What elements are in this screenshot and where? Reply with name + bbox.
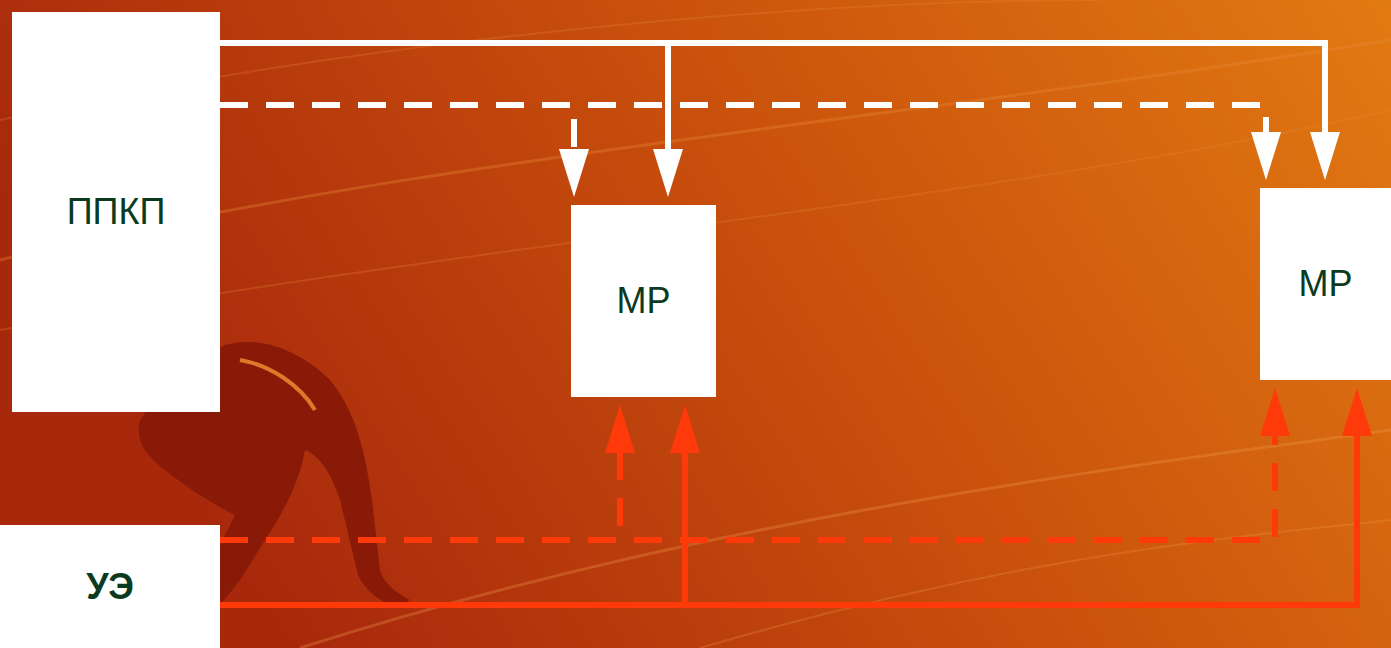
process-box: МР: [571, 205, 716, 397]
process-box: МР: [1260, 188, 1391, 380]
arrow-head: [559, 149, 589, 197]
connector-line: [220, 428, 1357, 605]
connector: [220, 405, 635, 540]
arrow-head: [670, 405, 700, 453]
arrow-head: [1251, 132, 1281, 180]
connector: [220, 105, 1281, 180]
arrow-head: [1260, 388, 1290, 436]
box-label: МР: [617, 281, 671, 321]
swoosh-line: [300, 430, 1391, 648]
connector-line: [220, 105, 1266, 140]
connector: [220, 105, 589, 197]
arrow-head: [1342, 388, 1372, 436]
connector: [220, 405, 700, 605]
runner-highlight: [240, 360, 315, 410]
connector-line: [220, 43, 668, 157]
connector-line: [220, 445, 685, 605]
arrow-head: [605, 405, 635, 453]
connector: [220, 388, 1372, 605]
arrow-head: [653, 149, 683, 197]
connector-line: [220, 445, 620, 540]
box-label: МР: [1299, 264, 1353, 304]
arrow-head: [1310, 132, 1340, 180]
connector-line: [220, 105, 574, 157]
process-box: ППКП: [12, 12, 220, 412]
connector: [220, 388, 1290, 540]
connector-line: [220, 43, 1325, 140]
box-label: УЭ: [86, 567, 134, 607]
connector: [220, 43, 1340, 180]
swoosh-line: [700, 520, 1391, 648]
box-label: ППКП: [67, 192, 166, 232]
connector-line: [220, 428, 1275, 540]
connector: [220, 43, 683, 197]
process-box: УЭ: [0, 525, 220, 648]
